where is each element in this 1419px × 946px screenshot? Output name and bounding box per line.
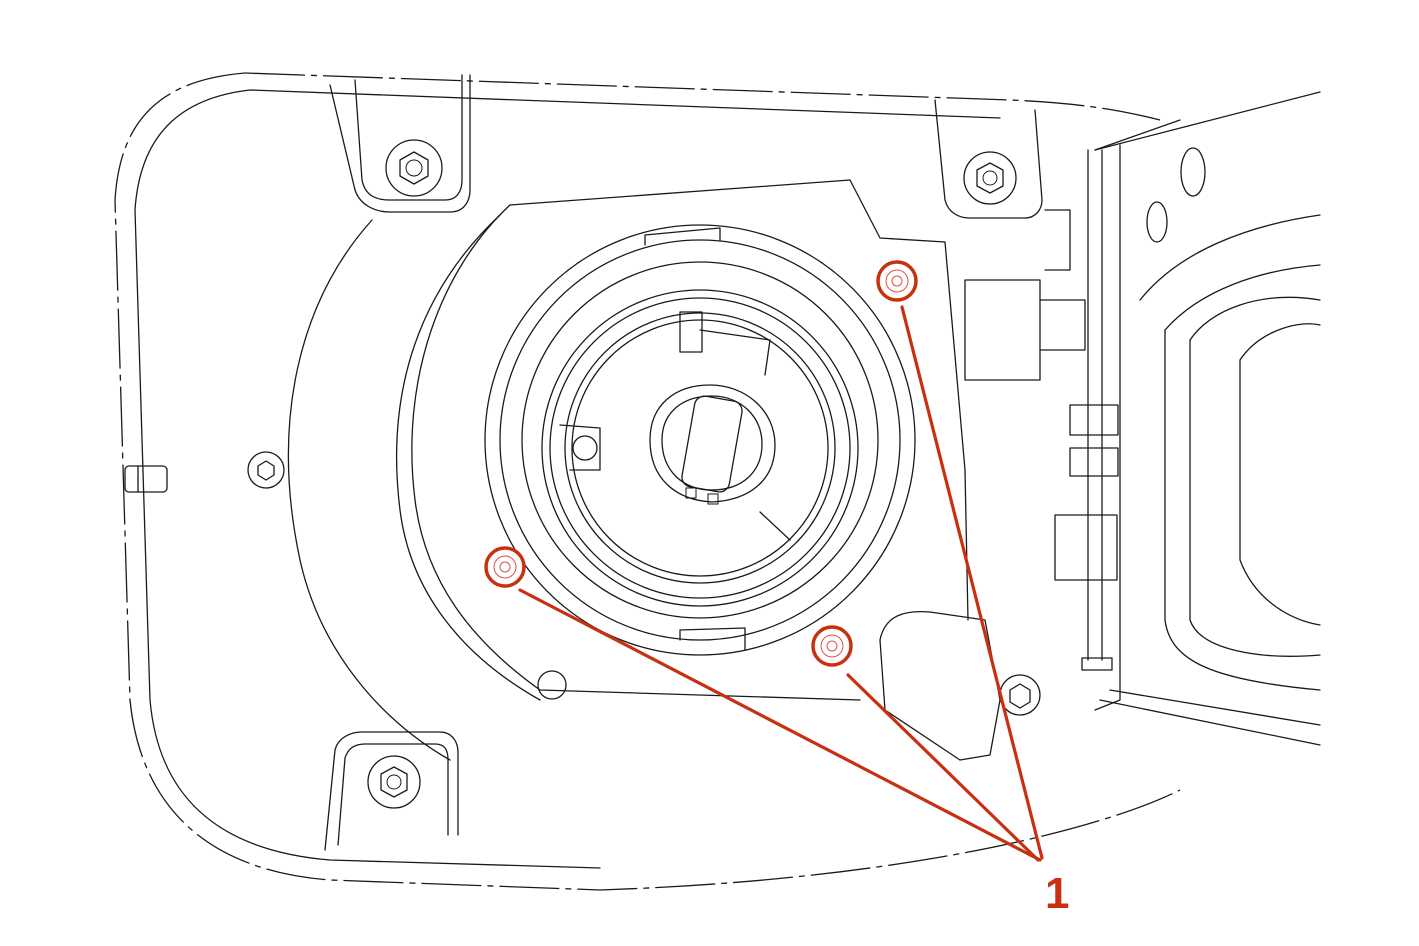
screw-highlight [484,546,526,588]
callout-leaders [518,305,1044,862]
leader-line [846,673,1040,862]
reflector-plate [287,179,969,761]
leader-line [900,305,1044,860]
leader-line [518,588,1042,862]
lower-boss [879,610,1041,761]
mount-lug-bottom-left [324,731,459,851]
housing-outline [114,72,1181,891]
screw-highlight [811,625,853,667]
mount-lug-top-left [329,74,471,213]
bulb-cover-ring [484,224,916,656]
mount-lug-top-right [934,99,1043,219]
bulb-connector [649,384,776,505]
bulb-holder [541,289,859,607]
guide-rod [964,149,1119,671]
callout-number: 1 [1045,869,1069,918]
screw-highlight [876,260,918,302]
side-bracket [1094,91,1321,746]
left-stud [124,451,285,493]
